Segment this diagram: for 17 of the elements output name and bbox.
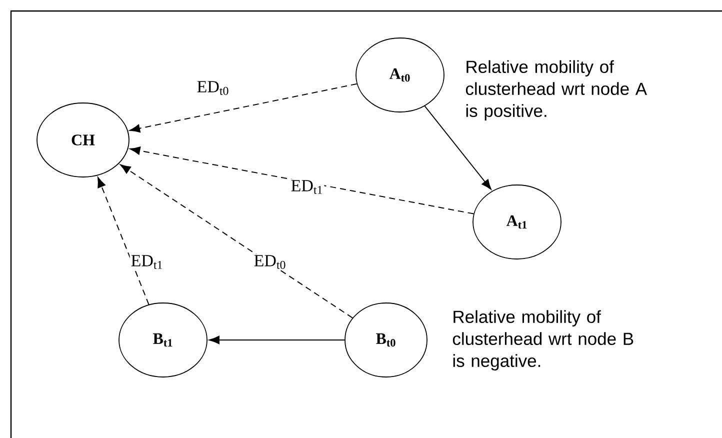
ellipse-node: A$_{t1}$ [472,184,562,260]
edge-label: ED$_{t1}$ [290,179,324,195]
arrow [130,83,358,132]
note: Relative mobility of clusterhead wrt node A is positive. [466,60,648,121]
arrow [98,177,150,305]
arrow [130,146,474,214]
note: Relative mobility of clusterhead wrt node B is negative. [452,310,634,370]
ellipse-node: B$_{t1}$ [118,302,208,378]
ellipse-node: CH [36,102,130,178]
arrow [209,336,346,344]
edge-label: ED$_{t0}$ [252,254,288,270]
arrow [120,164,354,318]
edge-label: ED$_{t1}$ [130,254,164,270]
ellipse-node: B$_{t0}$ [344,302,428,378]
arrow [424,106,492,190]
ellipse-node: A$_{t0}$ [356,38,444,112]
edge-label: ED$_{t0}$ [196,80,230,96]
